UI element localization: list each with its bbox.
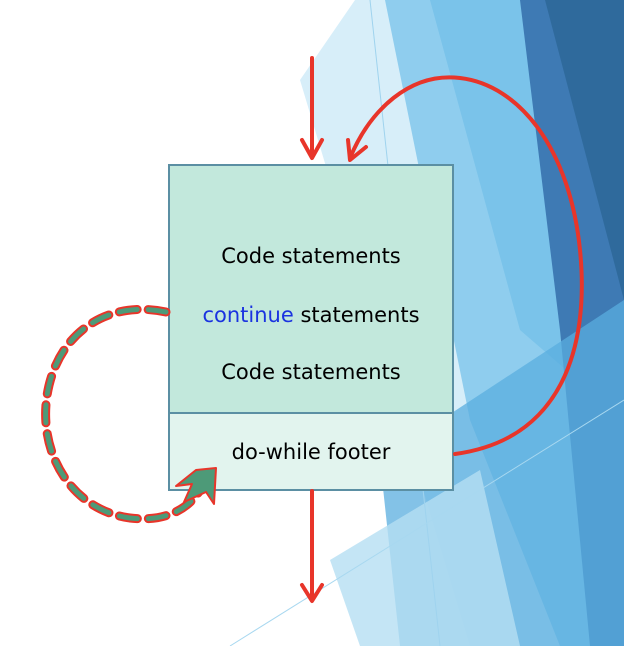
bg-facet-dark bbox=[545, 0, 624, 300]
footer-label: do-while footer bbox=[231, 440, 391, 464]
loop-back-arrow bbox=[348, 75, 584, 456]
continue-statements-line: continue statements bbox=[168, 301, 454, 329]
bg-facet-lower-light bbox=[330, 470, 520, 646]
continue-arrowhead bbox=[175, 467, 217, 505]
code-statements-bottom: Code statements bbox=[221, 360, 401, 384]
continue-keyword: continue bbox=[202, 303, 294, 327]
bg-thin-line-2 bbox=[229, 399, 624, 646]
continue-rest: statements bbox=[293, 303, 420, 327]
loop-body-box bbox=[168, 164, 454, 414]
entry-arrowhead bbox=[300, 138, 324, 160]
loop-back-arrowhead bbox=[346, 138, 368, 162]
exit-arrowhead bbox=[300, 583, 324, 603]
code-statements-top: Code statements bbox=[221, 244, 401, 268]
continue-arrow-inner bbox=[43, 306, 206, 522]
